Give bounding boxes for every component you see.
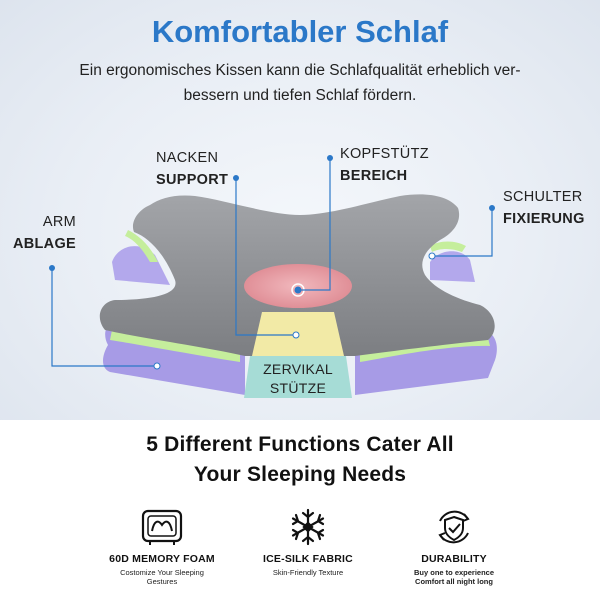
pointer-lines [51, 158, 493, 367]
head-rest-zone [244, 264, 352, 308]
label-schulter-fixierung: SCHULTER FIXIERUNG [503, 189, 585, 227]
label-zervikal-stuetze: ZERVIKAL STÜTZE [263, 361, 333, 396]
page-title: Komfortabler Schlaf [151, 14, 449, 49]
subtitle-line-1: Ein ergonomisches Kissen kann die Schlaf… [79, 62, 521, 79]
label-kopfstuetz-bereich: KOPFSTÜTZ BEREICH [340, 146, 429, 184]
head-center-dot [294, 286, 302, 294]
label-arm-ablage: ARM ABLAGE [12, 214, 76, 252]
pointer-dots [49, 155, 495, 271]
cervical-zone [244, 356, 352, 398]
shield-durability-icon [438, 510, 470, 544]
memory-foam-icon [141, 509, 183, 545]
page-subtitle: Ein ergonomisches Kissen kann die Schlaf… [40, 58, 560, 108]
feature-memory-foam: 60D MEMORY FOAM Costomize Your Sleeping … [82, 507, 242, 586]
subtitle-line-2: bessern und tiefen Schlaf fördern. [183, 87, 417, 104]
snowflake-icon [291, 508, 325, 546]
pillow-diagram [49, 155, 497, 398]
functions-heading: 5 Different Functions Cater All Your Sle… [146, 433, 454, 486]
label-nacken-support: NACKEN SUPPORT [156, 150, 229, 188]
feature-ice-silk: ICE-SILK FABRIC Skin-Friendly Texture [228, 507, 388, 577]
feature-durability: DURABILITY Buy one to experience Comfort… [374, 507, 534, 586]
